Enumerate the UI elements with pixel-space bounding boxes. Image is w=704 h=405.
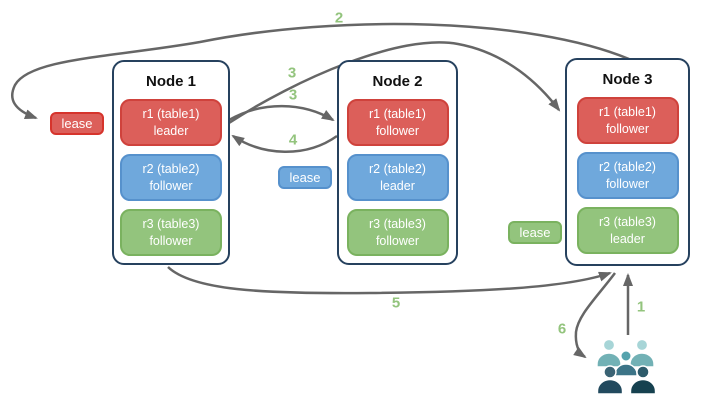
node-1-replica-r1: r1 (table1) leader — [120, 99, 222, 146]
node-2-replica-r3: r3 (table3) follower — [346, 209, 449, 256]
node-3-card: Node 3 r1 (table1) follower r2 (table2) … — [565, 58, 690, 266]
node-1-card: Node 1 r1 (table1) leader r2 (table2) fo… — [112, 60, 230, 265]
node-2-replica-r2: r2 (table2) leader — [346, 154, 449, 201]
replica-range: r2 (table2) — [142, 162, 200, 177]
users-group-icon — [596, 338, 657, 395]
replica-role: leader — [610, 231, 645, 246]
replica-range: r1 (table1) — [369, 107, 426, 122]
lease-badge-table2: lease — [278, 166, 332, 189]
replica-role: follower — [605, 176, 650, 191]
arrow-step-4 — [231, 134, 338, 153]
arrow-step-2 — [10, 22, 630, 120]
replica-range: r1 (table1) — [142, 107, 200, 122]
step-label-1: 1 — [636, 298, 646, 316]
arrow-step-5 — [167, 266, 612, 295]
step-label-4: 4 — [288, 131, 298, 149]
node-1-replica-r2: r2 (table2) follower — [120, 154, 222, 201]
replica-range: r3 (table3) — [369, 217, 426, 232]
step-label-2: 2 — [334, 9, 344, 27]
node-2-title: Node 2 — [372, 73, 423, 90]
node-2-card: Node 2 r1 (table1) follower r2 (table2) … — [337, 60, 458, 265]
lease-badge-table1: lease — [50, 112, 104, 135]
replica-role: follower — [375, 123, 420, 138]
lease-badge-table3: lease — [508, 221, 562, 244]
replica-role: follower — [149, 233, 193, 248]
step-label-3b: 3 — [288, 86, 298, 104]
step-label-3a: 3 — [287, 64, 297, 82]
node-1-title: Node 1 — [145, 73, 196, 90]
node-3-replica-r3: r3 (table3) leader — [576, 207, 679, 254]
node-3-replica-r2: r2 (table2) follower — [576, 152, 679, 199]
replica-role: follower — [605, 121, 650, 136]
replica-role: follower — [149, 178, 193, 193]
node-3-replica-r1: r1 (table1) follower — [576, 97, 679, 144]
replica-range: r2 (table2) — [599, 160, 656, 175]
replica-role: leader — [153, 123, 189, 138]
replica-range: r2 (table2) — [369, 162, 426, 177]
node-1-replica-r3: r3 (table3) follower — [120, 209, 222, 256]
node-3-title: Node 3 — [602, 71, 653, 88]
replica-role: follower — [375, 233, 420, 248]
replica-range: r3 (table3) — [599, 215, 656, 230]
replica-range: r1 (table1) — [599, 105, 656, 120]
arrow-step-3-to-node2 — [228, 104, 335, 122]
replica-range: r3 (table3) — [142, 217, 200, 232]
step-label-5: 5 — [391, 294, 401, 312]
node-2-replica-r1: r1 (table1) follower — [346, 99, 449, 146]
replica-role: leader — [380, 178, 415, 193]
step-label-6: 6 — [557, 320, 567, 338]
